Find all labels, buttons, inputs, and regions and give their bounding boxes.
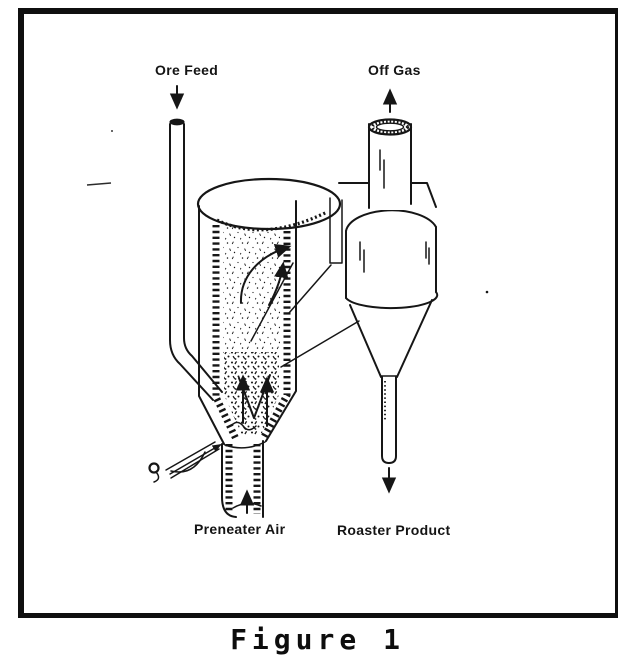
vessel-top-dome (196, 177, 342, 231)
vessel-shell-right (265, 200, 297, 442)
ore-pipe-left (169, 123, 214, 401)
lance-end-hook (153, 471, 160, 483)
preheater-air-label: Preneater Air (194, 521, 286, 537)
scan-dash-mark (86, 182, 112, 186)
scan-artifacts (86, 130, 489, 294)
vessel-interior-stipple (223, 224, 280, 435)
lance-flow-arrow-icon (169, 443, 222, 475)
roaster-product-label: Roaster Product (337, 522, 451, 538)
off-gas-label: Off Gas (368, 62, 421, 78)
figure-border (18, 8, 618, 618)
lance-outline-bottom (170, 448, 220, 479)
off-gas-pipe (367, 118, 413, 210)
duct-diagonal-upper (288, 264, 332, 314)
figure-caption: Figure 1 (230, 623, 405, 656)
off-gas-pipe-rim-hatch (370, 119, 410, 135)
lance-end-cap (148, 462, 160, 474)
vessel-wall-right (260, 231, 291, 439)
gas-swirl-arrow-icon (239, 244, 292, 304)
ore-pipe-cap (169, 118, 185, 126)
cyclone-body-sides (345, 226, 437, 299)
bed-squiggle (231, 421, 257, 431)
duct-diagonal-lower (280, 320, 360, 368)
off-gas-pipe-streaks (379, 149, 385, 189)
cyclone-dome (345, 209, 437, 232)
product-pipe (381, 376, 397, 464)
cyclone-body-bottom (345, 291, 439, 310)
bed-flow-arrows (235, 374, 275, 427)
cyclone-cone (349, 299, 433, 378)
air-inlet-pipe (221, 440, 264, 518)
lance-outline-top (165, 441, 216, 471)
ore-pipe-right (183, 123, 223, 393)
scan-dot-right (485, 290, 489, 294)
lance-swoosh (170, 451, 206, 473)
bed-vee-line (238, 374, 271, 419)
gas-flow-arrows (239, 244, 292, 306)
cyclone-body-streaks (359, 241, 430, 273)
air-pipe-shell-left (221, 443, 237, 518)
off-gas-pipe-rim-inner (375, 122, 405, 132)
ore-feed-pipe (169, 118, 223, 401)
preheater-vessel (196, 177, 342, 449)
dome-rim-hatch (216, 210, 328, 232)
vessel-shell-left (198, 205, 225, 445)
gas-up-arrow-icon (268, 261, 289, 306)
cyclone (345, 118, 439, 464)
cyclone-inlet-box (329, 197, 343, 264)
vessel-wall-left (212, 225, 240, 441)
burner-lance (148, 441, 222, 483)
scan-dot-left (111, 130, 113, 132)
off-gas-pipe-sides (368, 123, 412, 209)
ore-feed-label: Ore Feed (155, 62, 219, 78)
